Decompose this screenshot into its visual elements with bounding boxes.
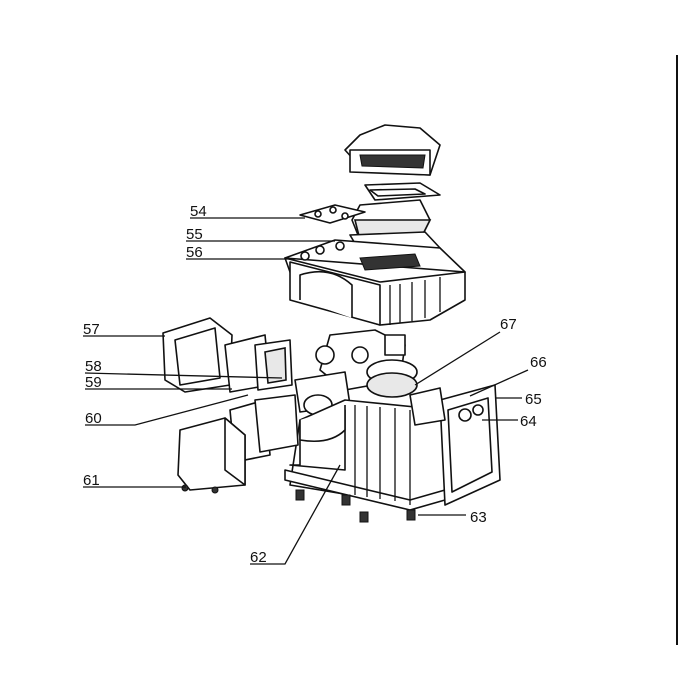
label-60: 60	[85, 410, 102, 427]
label-56: 56	[186, 244, 203, 261]
left-cover-57	[162, 317, 233, 393]
label-62: 62	[250, 549, 267, 566]
upper-housing	[284, 239, 466, 326]
label-57: 57	[83, 321, 100, 338]
label-54: 54	[190, 203, 207, 220]
gasket-58-59	[224, 334, 293, 393]
label-63: 63	[470, 509, 487, 526]
top-cap	[344, 124, 441, 201]
funnel-block	[349, 199, 441, 253]
label-66: 66	[530, 354, 547, 371]
plate-54	[299, 204, 366, 224]
motor-assembly	[294, 329, 418, 416]
leader-lines	[83, 217, 529, 565]
label-64: 64	[520, 413, 537, 430]
feet	[295, 489, 416, 523]
label-65: 65	[525, 391, 542, 408]
label-67: 67	[500, 316, 517, 333]
side-panel	[409, 384, 501, 506]
end-cover-61	[177, 417, 246, 494]
label-58: 58	[85, 358, 102, 375]
lower-frame	[284, 399, 446, 523]
label-55: 55	[186, 226, 203, 243]
gasket-60	[229, 394, 299, 463]
label-59: 59	[85, 374, 102, 391]
label-61: 61	[83, 472, 100, 489]
